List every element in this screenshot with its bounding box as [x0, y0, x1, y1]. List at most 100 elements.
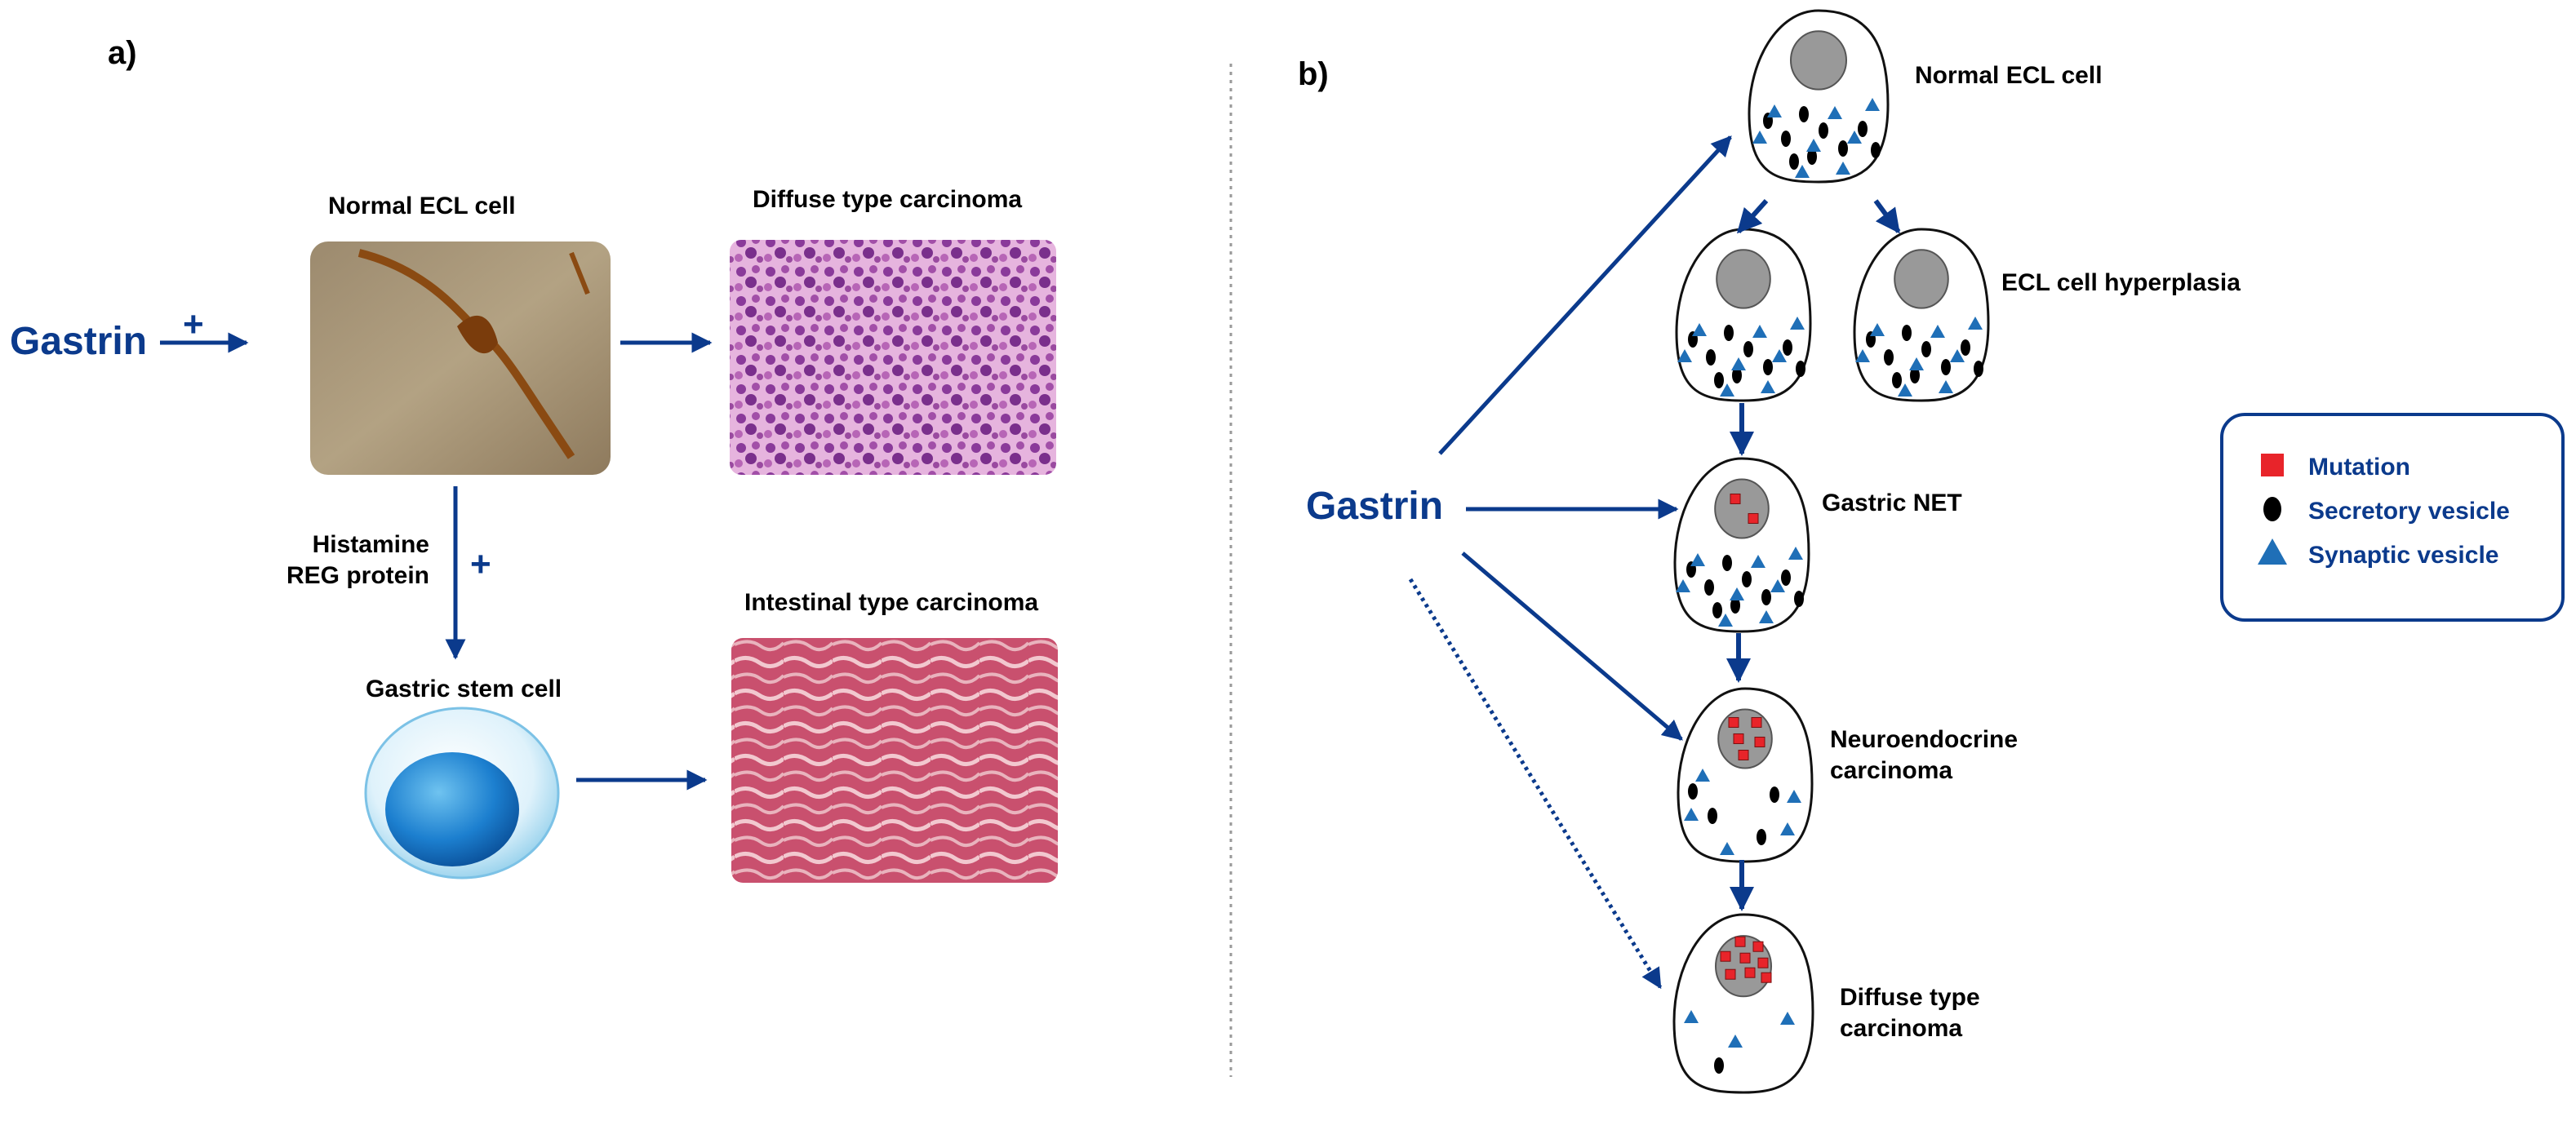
panel-a-label: a): [108, 35, 137, 71]
legend-box: [2220, 413, 2565, 622]
secretory-vesicle: [1884, 349, 1894, 366]
secretory-vesicle: [1799, 106, 1809, 122]
panel-b-label: b): [1298, 56, 1329, 92]
secretory-vesicle: [1730, 597, 1740, 614]
secretory-vesicle: [1757, 829, 1766, 845]
gastrin-to-neuroendocrine-arrow: [1461, 552, 1683, 741]
synaptic-vesicle: [1780, 822, 1795, 835]
mutation-marker: [1739, 952, 1751, 964]
synaptic-vesicle: [1870, 323, 1885, 336]
synaptic-vesicle: [1759, 610, 1774, 623]
cell-nucleus: [1790, 30, 1847, 91]
secretory-vesicle: [1742, 571, 1752, 587]
legend-mutation-label: Mutation: [2308, 454, 2410, 481]
synaptic-vesicle: [1752, 131, 1767, 144]
synaptic-vesicle: [1684, 808, 1699, 821]
mutation-marker: [1754, 736, 1765, 747]
synaptic-vesicle: [1790, 317, 1805, 330]
histamine-label: Histamine: [313, 531, 429, 558]
mutation-marker: [1738, 749, 1749, 760]
mutation-marker: [1720, 950, 1731, 962]
b-normal-ecl-label: Normal ECL cell: [1915, 62, 2103, 89]
synaptic-vesicle: [1780, 1012, 1795, 1025]
synaptic-vesicle: [1772, 349, 1787, 362]
secretory-vesicle: [1892, 372, 1902, 388]
panel-a-gastrin-label: Gastrin: [10, 320, 147, 363]
secretory-vesicle: [1974, 361, 1983, 377]
synaptic-vesicle: [1761, 380, 1775, 393]
mutation-marker: [1730, 493, 1741, 504]
synaptic-vesicle: [1788, 547, 1803, 560]
synaptic-vesicle: [1939, 380, 1953, 393]
secretory-vesicle: [1941, 359, 1951, 375]
secretory-vesicle: [1858, 121, 1868, 137]
secretory-vesicle: [1732, 367, 1742, 383]
mutation-marker: [1725, 968, 1736, 980]
cell-nucleus: [1716, 249, 1771, 309]
synaptic-vesicle: [1677, 349, 1692, 362]
synaptic-vesicle: [1690, 553, 1705, 566]
b-net-label: Gastric NET: [1822, 490, 1962, 516]
secretory-vesicle: [1921, 341, 1931, 357]
secretory-vesicle: [1794, 591, 1804, 607]
secretory-vesicle: [1688, 783, 1698, 800]
gastric-stem-cell-icon: [364, 707, 560, 880]
intestinal-carcinoma-label: Intestinal type carcinoma: [744, 589, 1038, 616]
secretory-vesicle: [1724, 325, 1734, 341]
synaptic-vesicle: [1828, 106, 1842, 119]
synaptic-vesicle: [1968, 317, 1983, 330]
gastrin-plus-sign: +: [183, 304, 204, 344]
panel-b-gastrin-label: Gastrin: [1306, 485, 1443, 528]
secretory-vesicle: [1910, 367, 1920, 383]
secretory-vesicle: [1722, 555, 1732, 571]
gastric-net-cell: [1673, 457, 1810, 633]
cell-nucleus: [1714, 478, 1770, 539]
intestinal-carcinoma-micrograph: [731, 638, 1058, 883]
b-neuro-label-line2: carcinoma: [1830, 757, 1952, 784]
secretory-vesicle: [1902, 325, 1912, 341]
synaptic-vesicle: [1718, 614, 1733, 627]
secretory-vesicle: [1871, 142, 1881, 158]
secretory-vesicle: [1807, 148, 1817, 165]
mutation-marker: [1751, 716, 1762, 728]
secretory-vesicle: [1704, 579, 1714, 596]
normal-ecl-cell-label: Normal ECL cell: [328, 193, 516, 219]
secretory-vesicle: [1714, 372, 1724, 388]
normal-to-hyperplasia-right-arrow: [1873, 199, 1901, 234]
diffuse-carcinoma-label: Diffuse type carcinoma: [753, 186, 1022, 213]
legend-secretory-label: Secretory vesicle: [2308, 498, 2510, 525]
normal-to-hyperplasia-left-arrow: [1736, 198, 1769, 234]
synaptic-vesicle: [1855, 349, 1870, 362]
synaptic-vesicle: [1909, 357, 1924, 370]
histamine-plus-sign: +: [470, 544, 491, 584]
cell-membrane: [1672, 913, 1814, 1094]
synaptic-vesicle: [1684, 1010, 1699, 1023]
mutation-marker: [1757, 957, 1769, 968]
secretory-vesicle: [1706, 349, 1716, 366]
synaptic-vesicle: [1720, 842, 1734, 855]
neuroendocrine-cell: [1677, 687, 1814, 863]
legend: Mutation Secretory vesicle Synaptic vesi…: [2220, 413, 2565, 622]
secretory-vesicle: [1961, 339, 1970, 356]
synaptic-vesicle: [1751, 555, 1765, 568]
secretory-vesicle: [1712, 602, 1722, 618]
synaptic-vesicle: [1795, 165, 1810, 178]
secretory-vesicle: [1761, 589, 1771, 605]
synaptic-vesicle: [1752, 325, 1767, 338]
synaptic-vesicle: [1692, 323, 1707, 336]
mutation-marker: [1752, 941, 1764, 952]
secretory-vesicle: [1743, 341, 1753, 357]
stem-cell-label: Gastric stem cell: [366, 676, 562, 702]
ecl-hyperplasia-cell-left: [1675, 228, 1812, 402]
gastrin-to-diffuse-dotted-arrow: [1408, 578, 1663, 990]
secretory-vesicle: [1783, 339, 1792, 356]
secretory-vesicle: [1763, 359, 1773, 375]
b-hyperplasia-label: ECL cell hyperplasia: [2001, 269, 2241, 296]
normal-ecl-cell-micrograph: [310, 241, 611, 475]
synaptic-vesicle: [1950, 349, 1965, 362]
legend-synaptic-label: Synaptic vesicle: [2308, 542, 2498, 569]
secretory-vesicle: [1796, 361, 1805, 377]
mutation-marker: [1761, 972, 1772, 983]
synaptic-vesicle: [1847, 131, 1862, 144]
